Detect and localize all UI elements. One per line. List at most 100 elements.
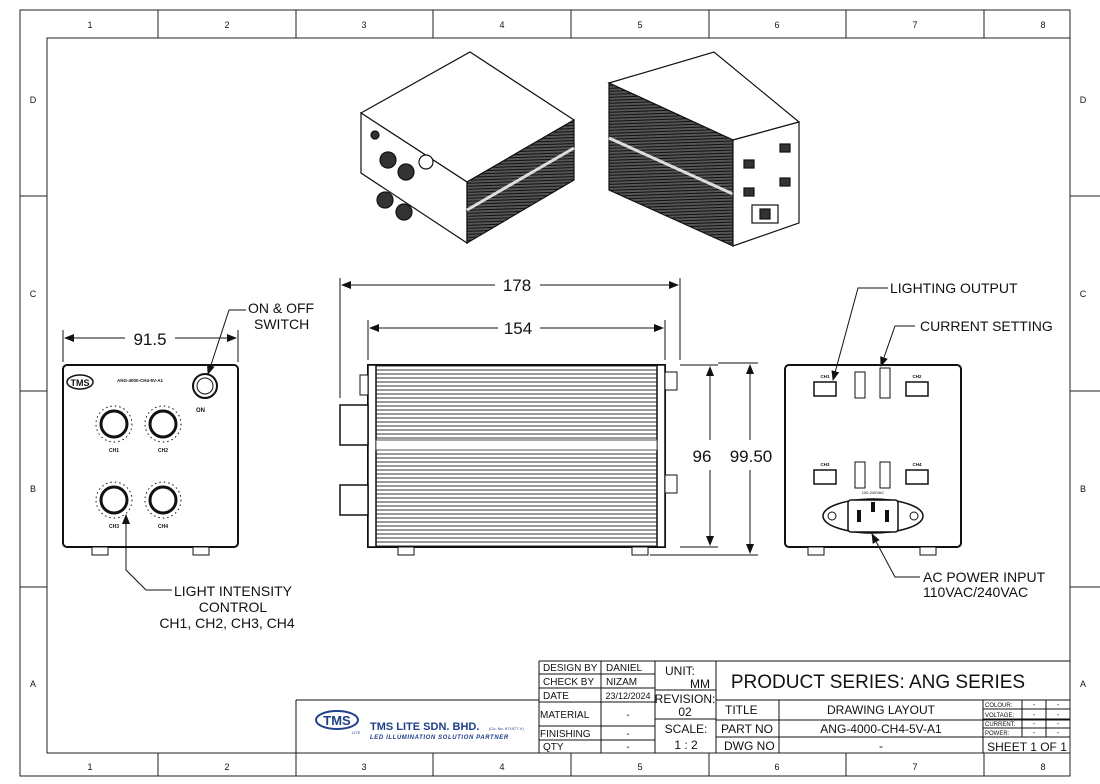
title-label: TITLE	[725, 703, 758, 717]
col-label-1: 1	[87, 20, 92, 30]
voltage-label: VOLTAGE:	[985, 713, 1014, 719]
knob-label-ch2: CH2	[158, 448, 168, 454]
col-label-2-bottom: 2	[224, 762, 229, 772]
voltage-value-a: -	[1033, 712, 1036, 719]
col-label-8: 8	[1040, 20, 1045, 30]
callout-ac-power-line1: AC POWER INPUT	[923, 569, 1046, 585]
col-label-5-bottom: 5	[637, 762, 642, 772]
dim-side-height-overall: 99.50	[730, 447, 773, 466]
company-name: TMS LITE SDN. BHD.	[370, 721, 479, 733]
knob-label-ch4: CH4	[158, 524, 168, 530]
callout-ac-power: AC POWER INPUT 110VAC/240VAC	[871, 533, 1046, 600]
company-logo-sub: LITE	[352, 730, 361, 735]
finishing-label: FINISHING	[540, 729, 591, 740]
col-label-2: 2	[224, 20, 229, 30]
product-series-title: PRODUCT SERIES: ANG SERIES	[731, 672, 1025, 693]
col-label-7: 7	[912, 20, 917, 30]
power-switch[interactable]	[192, 373, 218, 399]
current-setting-dip-2[interactable]	[854, 461, 891, 489]
col-label-5: 5	[637, 20, 642, 30]
dwg-no-label: DWG NO	[724, 739, 775, 753]
revision-label: REVISION:	[655, 692, 716, 706]
callout-intensity-line2: CONTROL	[199, 599, 268, 615]
row-label-c-right: C	[1080, 289, 1087, 299]
col-label-3-bottom: 3	[361, 762, 366, 772]
output-connector-ch3[interactable]	[813, 469, 837, 485]
title-value: DRAWING LAYOUT	[827, 703, 936, 717]
callout-on-off: ON & OFF SWITCH	[207, 300, 314, 375]
col-label-6: 6	[774, 20, 779, 30]
ac-power-inlet[interactable]	[822, 498, 924, 534]
col-label-1-bottom: 1	[87, 762, 92, 772]
output-label-ch1: CH1	[820, 374, 829, 379]
current-label: CURRENT:	[985, 722, 1016, 728]
knob-ch2[interactable]	[144, 405, 182, 443]
scale-label: SCALE:	[665, 722, 708, 736]
scale-value: 1 : 2	[674, 738, 698, 752]
col-label-6-bottom: 6	[774, 762, 779, 772]
callout-light-intensity: LIGHT INTENSITY CONTROL CH1, CH2, CH3, C…	[122, 514, 295, 631]
output-connector-ch4[interactable]	[905, 469, 929, 485]
check-by-value: NIZAM	[606, 677, 637, 688]
callout-ac-power-line2: 110VAC/240VAC	[923, 584, 1028, 600]
date-value: 23/12/2024	[605, 691, 650, 701]
row-label-a-right: A	[1080, 679, 1086, 689]
current-value-b: -	[1057, 721, 1060, 728]
power-label: POWER:	[985, 731, 1010, 737]
tms-logo-icon: TMS	[66, 374, 94, 390]
callout-intensity-line1: LIGHT INTENSITY	[174, 583, 293, 599]
dim-side-length-overall: 178	[503, 276, 531, 295]
col-label-3: 3	[361, 20, 366, 30]
sheet-number: SHEET 1 OF 1	[987, 740, 1067, 754]
part-no-value: ANG-4000-CH4-5V-A1	[820, 722, 942, 736]
unit-label: UNIT:	[665, 664, 695, 678]
callout-on-off-line1: ON & OFF	[248, 300, 314, 316]
knob-ch3[interactable]	[95, 481, 133, 519]
row-label-b: B	[30, 484, 36, 494]
front-model-label: ANG-4000-CH4-5V-A1	[117, 378, 164, 383]
dwg-no-value: -	[879, 739, 883, 753]
col-label-4: 4	[499, 20, 504, 30]
row-label-a: A	[30, 679, 36, 689]
title-block	[295, 660, 1070, 753]
callout-lighting-output-text: LIGHTING OUTPUT	[890, 280, 1018, 296]
callout-lighting-output: LIGHTING OUTPUT	[831, 280, 1018, 381]
isometric-view-front	[359, 51, 576, 245]
finishing-value: -	[626, 729, 629, 740]
power-value-a: -	[1033, 730, 1036, 737]
sheet-border	[19, 9, 1100, 777]
current-setting-dip-1[interactable]	[854, 367, 891, 399]
output-connector-ch2[interactable]	[905, 381, 929, 397]
material-value: -	[626, 710, 629, 721]
knob-ch4[interactable]	[144, 481, 182, 519]
knob-ch1[interactable]	[95, 405, 133, 443]
company-tagline: LED ILLUMINATION SOLUTION PARTNER	[370, 735, 509, 741]
back-view: CH1 CH2 CH3 CH4 100-240VAC	[784, 364, 962, 556]
col-label-4-bottom: 4	[499, 762, 504, 772]
knob-label-ch3: CH3	[109, 524, 119, 530]
knob-label-ch1: CH1	[109, 448, 119, 454]
row-label-d: D	[30, 95, 37, 105]
output-label-ch2: CH2	[912, 374, 921, 379]
unit-value: MM	[690, 677, 710, 691]
switch-label: ON	[196, 408, 205, 414]
dim-front-width: 91.5	[133, 330, 166, 349]
material-label: MATERIAL	[540, 710, 590, 721]
dim-side-height-body: 96	[693, 447, 712, 466]
callout-intensity-line3: CH1, CH2, CH3, CH4	[159, 615, 295, 631]
row-label-c: C	[30, 289, 37, 299]
front-view: TMS ANG-4000-CH4-5V-A1 ON CH1 CH2 CH3	[62, 330, 239, 556]
isometric-view-back	[607, 51, 801, 247]
output-connector-ch1[interactable]	[813, 381, 837, 397]
company-logo-text: TMS	[323, 713, 351, 728]
callout-current-setting-text: CURRENT SETTING	[920, 318, 1053, 334]
company-reg: (Co. No. 671977-V)	[489, 726, 524, 731]
revision-value: 02	[678, 705, 692, 719]
check-by-label: CHECK BY	[543, 677, 594, 688]
part-no-label: PART NO	[721, 722, 773, 736]
col-label-8-bottom: 8	[1040, 762, 1045, 772]
row-label-b-right: B	[1080, 484, 1086, 494]
output-label-ch4: CH4	[912, 462, 921, 467]
date-label: DATE	[543, 691, 569, 702]
